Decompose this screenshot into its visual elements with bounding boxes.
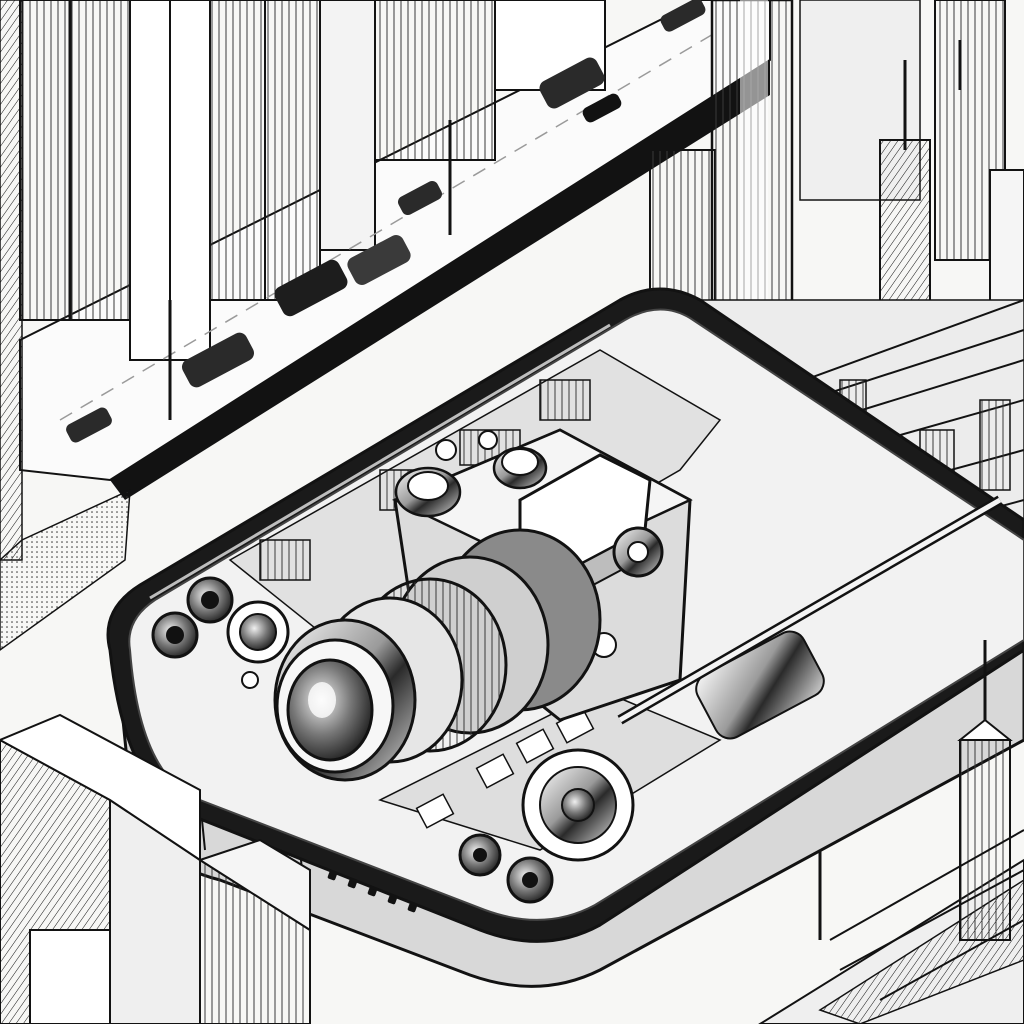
lens-icon xyxy=(226,600,290,664)
phone-camera-modules xyxy=(151,576,635,904)
lens-icon xyxy=(458,833,502,877)
lens-icon xyxy=(506,856,554,904)
car xyxy=(66,0,706,443)
lens-icon xyxy=(151,611,199,659)
lens-icon xyxy=(186,576,234,624)
building-left-base xyxy=(0,488,131,651)
building-left-edge xyxy=(0,0,23,561)
lens-icon xyxy=(273,528,602,782)
lens-icon xyxy=(521,748,635,862)
buildings-bottom-left xyxy=(0,713,311,1024)
buildings-bottom-right xyxy=(758,640,1024,1024)
camera-icon xyxy=(273,428,693,782)
city-street-top-left xyxy=(19,0,771,500)
